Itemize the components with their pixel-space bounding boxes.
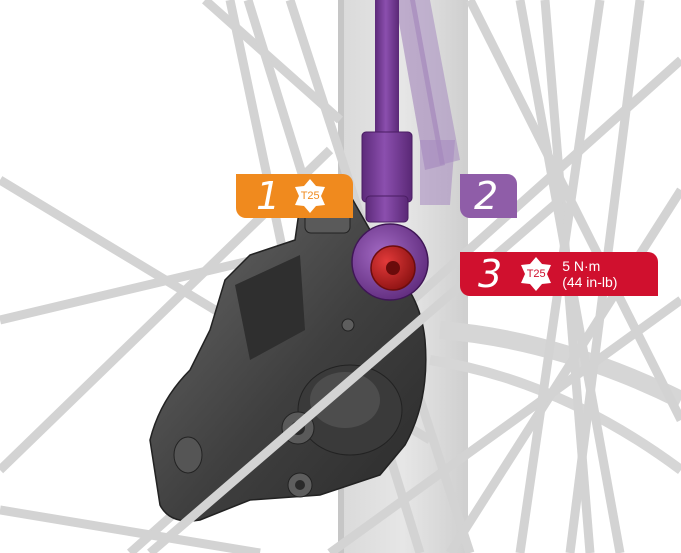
torque-metric: 5 N·m: [562, 258, 617, 274]
step-1-callout: 1 T25: [236, 174, 353, 218]
step-3-number: 3: [478, 255, 502, 293]
step-3-callout: 3 T25 5 N·m (44 in-lb): [460, 252, 658, 296]
banjo-fitting: [352, 224, 428, 300]
bit-size-label: T25: [516, 254, 556, 294]
step-2-callout: 2: [460, 174, 517, 218]
torque-spec: 5 N·m (44 in-lb): [562, 258, 617, 290]
step-1-number: 1: [256, 177, 280, 215]
torx-star-icon: T25: [516, 254, 556, 294]
torque-imperial: (44 in-lb): [562, 274, 617, 290]
step-2-number: 2: [474, 177, 498, 215]
torx-star-icon: T25: [290, 176, 330, 216]
bit-size-label: T25: [290, 176, 330, 216]
